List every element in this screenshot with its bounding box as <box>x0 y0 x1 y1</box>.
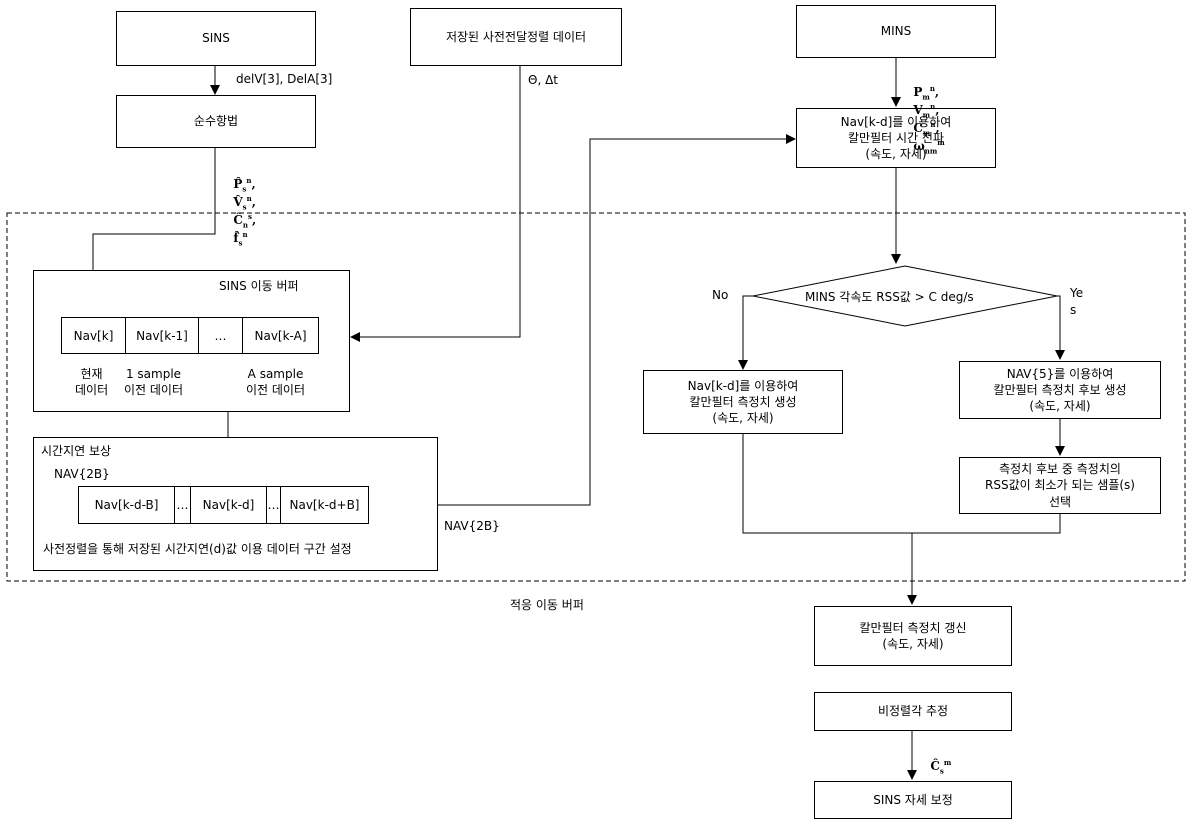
meas-gen-line-1: Nav[k-d]를 이용하여 <box>687 378 799 393</box>
sins-buffer-title: SINS 이동 버퍼 <box>219 279 299 293</box>
caption-current: 현재 데이터 <box>75 367 109 398</box>
caption-one-sample: 1 sample 이전 데이터 <box>124 367 184 398</box>
label-adaptive-buffer: 적응 이동 버퍼 <box>510 598 584 612</box>
label-theta: Θ, Δt <box>528 73 558 87</box>
label-yes: Ye s <box>1070 286 1084 317</box>
cell-nav-k-a: Nav[k-A] <box>242 318 318 353</box>
misalign-est-box: 비정렬각 추정 <box>814 692 1012 731</box>
meas-cand-line-2: 칼만필터 측정치 후보 생성 <box>993 382 1127 397</box>
select-min-line-2: RSS값이 최소가 되는 샘플(s) <box>985 478 1135 493</box>
cell-nav-kd: Nav[k-d] <box>190 487 266 523</box>
arrow-no-branch <box>738 295 753 370</box>
cell-ellipsis-1: … <box>174 487 190 523</box>
cell-ellipsis-2: … <box>266 487 280 523</box>
meas-gen-left-box: Nav[k-d]를 이용하여 칼만필터 측정치 생성 (속도, 자세) <box>643 370 843 434</box>
line-left-merge <box>742 433 1061 534</box>
delay-comp-title: 시간지연 보상 <box>41 444 112 458</box>
sins-buffer-cells: Nav[k] Nav[k-1] … Nav[k-A] <box>61 317 319 354</box>
cell-nav-k: Nav[k] <box>73 328 114 343</box>
c-hat-symbol: Ĉsm <box>930 758 952 776</box>
delay-comp-cells: Nav[k-d-B] … Nav[k-d] … Nav[k-d+B] <box>78 486 369 524</box>
decision-label: MINS 각속도 RSS값 > C deg/s <box>805 290 974 304</box>
meas-cand-right-box: NAV{5}를 이용하여 칼만필터 측정치 후보 생성 (속도, 자세) <box>959 361 1161 419</box>
select-min-line-3: 선택 <box>1048 494 1072 509</box>
cell-nav-kd-plus-b: Nav[k-d+B] <box>280 487 368 523</box>
kf-time-line-1: Nav[k-d]를 이용하여 <box>840 114 952 129</box>
delay-comp-nav2b: NAV{2B} <box>54 467 110 481</box>
kf-time-line-3: (속도, 자세) <box>865 147 927 162</box>
sins-correct-box: SINS 자세 보정 <box>814 781 1012 819</box>
label-no: No <box>712 288 729 302</box>
arrow-yes-branch <box>1055 295 1065 360</box>
caption-a-sample: A sample 이전 데이터 <box>246 367 306 398</box>
mins-output-symbols: Pmn, Vmn, Cmn, ωnmm <box>913 84 945 156</box>
kf-time-line-2: 칼만필터 시간 전파 <box>848 130 944 145</box>
select-min-line-1: 측정치 후보 중 측정치의 <box>999 462 1121 477</box>
label-delv: delV[3], DelA[3] <box>236 72 333 86</box>
cell-nav-k-1: Nav[k-1] <box>125 318 198 353</box>
kf-time-box: Nav[k-d]를 이용하여 칼만필터 시간 전파 (속도, 자세) <box>796 108 996 168</box>
pure-nav-box: 순수항법 <box>116 95 316 148</box>
kf-update-box: 칼만필터 측정치 갱신 (속도, 자세) <box>814 606 1012 666</box>
mins-box: MINS <box>796 5 996 58</box>
adaptive-buffer-region <box>6 212 1186 582</box>
sins-output-symbols: P̂sn, V̂sn, Ĉns, f̂sn <box>233 176 257 248</box>
meas-gen-line-2: 칼만필터 측정치 생성 <box>689 394 797 409</box>
arrow-nav2b-to-kftime <box>368 134 796 506</box>
arrow-stored-to-buffer <box>350 65 521 342</box>
delay-comp-caption: 사전정렬을 통해 저장된 시간지연(d)값 이용 데이터 구간 설정 <box>43 542 352 556</box>
cell-nav-kdb: Nav[k-d-B] <box>94 498 159 512</box>
meas-cand-line-1: NAV{5}를 이용하여 <box>1006 366 1114 381</box>
meas-cand-line-3: (속도, 자세) <box>1029 399 1091 414</box>
kf-update-line-2: (속도, 자세) <box>882 637 944 651</box>
sins-box: SINS <box>116 11 316 66</box>
meas-gen-line-3: (속도, 자세) <box>712 411 774 426</box>
kf-update-line-1: 칼만필터 측정치 갱신 <box>859 620 967 635</box>
select-min-box: 측정치 후보 중 측정치의 RSS값이 최소가 되는 샘플(s) 선택 <box>959 457 1161 514</box>
stored-data-box: 저장된 사전전달정렬 데이터 <box>410 8 622 66</box>
cell-ellipsis: … <box>198 318 242 353</box>
label-nav2b-out: NAV{2B} <box>444 519 500 533</box>
